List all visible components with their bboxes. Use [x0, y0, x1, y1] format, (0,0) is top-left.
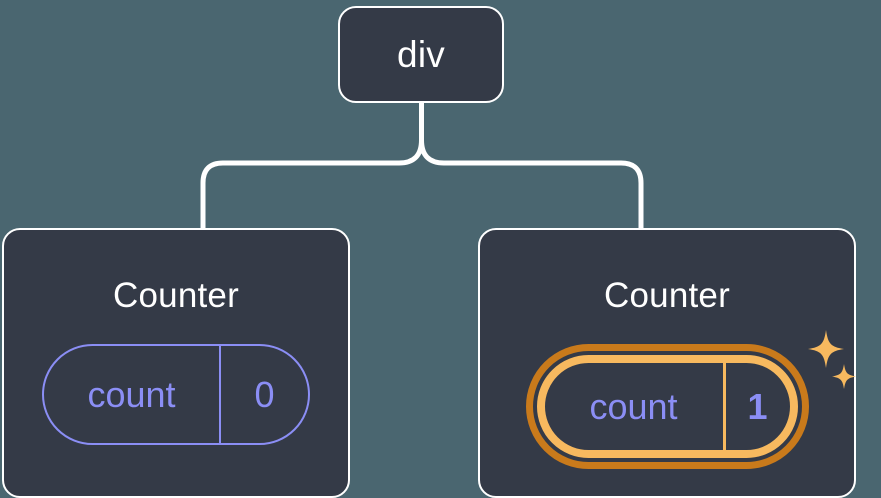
- state-pill-count-1: count 1: [536, 355, 798, 458]
- state-key-label: count: [545, 363, 726, 450]
- node-counter-left[interactable]: Counter count 0: [2, 228, 350, 498]
- counter-left-title: Counter: [113, 276, 239, 315]
- counter-right-state-wrap: count 1: [525, 330, 856, 469]
- sparkle-group: [807, 330, 856, 389]
- sparkle-small-icon: [831, 364, 856, 389]
- root-node-label: div: [397, 34, 445, 75]
- node-counter-right[interactable]: Counter count 1: [478, 228, 856, 498]
- counter-left-state-wrap: count 0: [42, 344, 310, 445]
- connector-right-branch: [419, 100, 644, 231]
- state-key-label: count: [44, 346, 221, 443]
- state-value-label: 0: [254, 373, 275, 415]
- state-pill-count-1-highlight[interactable]: count 1: [525, 344, 809, 469]
- state-value-label: 1: [747, 385, 768, 427]
- connector-left-branch: [200, 100, 424, 231]
- sparkle-large-icon: [807, 330, 844, 368]
- counter-right-title: Counter: [604, 276, 730, 315]
- state-pill-count-0[interactable]: count 0: [42, 344, 310, 445]
- node-root-div[interactable]: div: [338, 6, 504, 103]
